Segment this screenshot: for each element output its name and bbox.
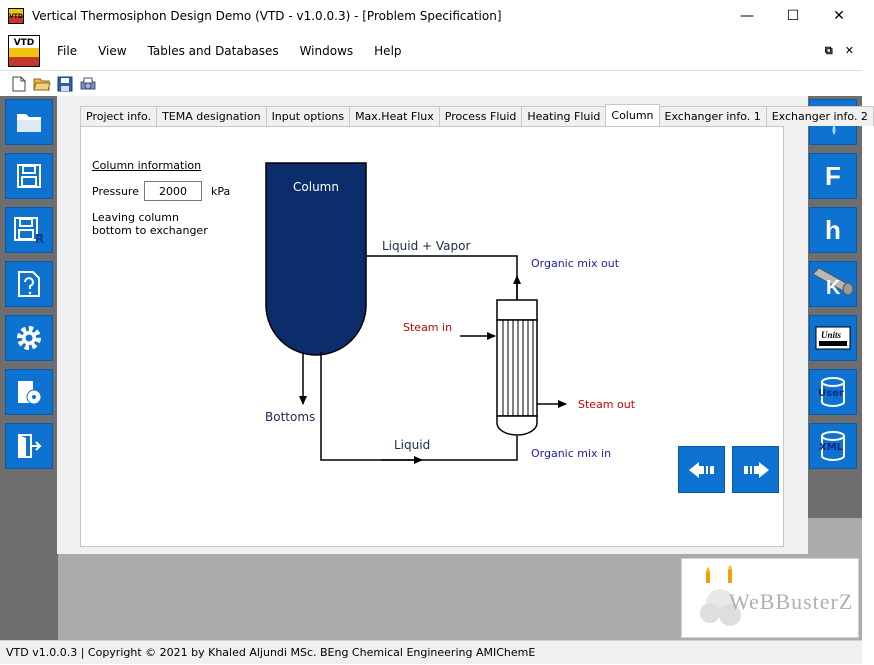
save-icon (17, 164, 41, 188)
pipe-k-icon: K (812, 267, 854, 299)
watermark-text: WeBBusterZ (729, 589, 854, 614)
save-disk-icon[interactable] (56, 75, 74, 93)
save-as-icon: R (14, 217, 44, 246)
mdi-restore-button[interactable]: ⧉ (824, 44, 833, 57)
tab-heating-fluid[interactable]: Heating Fluid (521, 106, 607, 126)
save-as-button[interactable]: R (5, 207, 53, 253)
menu-view[interactable]: View (98, 44, 127, 58)
tab-exchanger-info-2[interactable]: Exchanger info. 2 (765, 106, 874, 126)
maximize-button[interactable]: ☐ (786, 8, 800, 24)
report-disc-icon (18, 381, 42, 405)
print-icon[interactable] (79, 75, 97, 93)
window-controls: — ☐ ✕ (724, 0, 862, 32)
tab-input-options[interactable]: Input options (265, 106, 351, 126)
menu-help[interactable]: Help (374, 44, 402, 58)
tab-process-fluid[interactable]: Process Fluid (438, 106, 523, 126)
heat-transfer-coefficient-button[interactable]: h (809, 207, 857, 253)
status-bar: VTD v1.0.0.3 | Copyright © 2021 by Khale… (0, 640, 862, 664)
thermal-conductivity-button[interactable]: K (809, 261, 857, 307)
exit-button[interactable] (5, 423, 53, 469)
bottoms-label: Bottoms (265, 410, 315, 424)
settings-button[interactable] (5, 315, 53, 361)
arrow-right-icon (743, 461, 769, 478)
column-vessel (265, 162, 367, 356)
watermark-logo: WeBBusterZ (681, 558, 859, 638)
exchanger-tubes (502, 320, 534, 416)
xml-database-button[interactable]: XML (809, 423, 857, 469)
right-toolbar: F h K Units User XML (804, 96, 862, 518)
units-button[interactable]: Units (809, 315, 857, 361)
app-icon: VTD (8, 8, 24, 24)
arrow-left-icon (688, 461, 714, 478)
mdi-controls: ⧉ ✕ (825, 44, 854, 58)
exchanger-bottom-head (496, 415, 538, 436)
column-information-heading: Column information (92, 159, 202, 172)
svg-text:K: K (826, 277, 841, 299)
open-folder-icon (17, 114, 41, 132)
report-button[interactable] (5, 369, 53, 415)
letter-f-icon: F (825, 160, 841, 191)
logo-figure-icon (700, 565, 741, 626)
svg-text:User: User (818, 388, 844, 399)
column-tab-content: Column information Pressure kPa Leaving … (80, 126, 784, 547)
menu-windows[interactable]: Windows (299, 44, 354, 58)
menu-tables-databases[interactable]: Tables and Databases (147, 44, 279, 58)
tab-max-heat-flux[interactable]: Max.Heat Flux (349, 106, 440, 126)
tab-project-info[interactable]: Project info. (80, 106, 158, 126)
tab-strip: Project info. TEMA designation Input opt… (80, 104, 874, 126)
save-project-button[interactable] (5, 153, 53, 199)
leaving-column-note: Leaving column bottom to exchanger (92, 211, 208, 237)
help-file-icon (18, 271, 40, 297)
help-button[interactable] (5, 261, 53, 307)
column-label: Column (293, 180, 339, 194)
open-project-button[interactable] (5, 99, 53, 145)
tab-column[interactable]: Column (605, 104, 660, 126)
xml-database-icon: XML (819, 431, 845, 462)
liquid-label: Liquid (394, 438, 430, 452)
previous-tab-button[interactable] (678, 446, 725, 493)
steam-out-label: Steam out (578, 398, 636, 411)
tab-exchanger-info-1[interactable]: Exchanger info. 1 (658, 106, 767, 126)
left-toolbar: R (0, 96, 58, 640)
svg-text:Units: Units (821, 330, 842, 340)
toolbar (0, 70, 862, 96)
exit-door-icon (18, 434, 42, 458)
user-database-icon: User (818, 377, 845, 408)
svg-text:R: R (35, 232, 44, 246)
title-bar: VTD Vertical Thermosiphon Design Demo (V… (0, 0, 862, 32)
open-folder-icon[interactable] (33, 75, 51, 93)
settings-gear-icon (17, 326, 41, 350)
pressure-unit: kPa (211, 185, 231, 198)
app-logo-icon: VTD (8, 35, 40, 67)
pressure-input[interactable] (144, 181, 202, 201)
user-database-button[interactable]: User (809, 369, 857, 415)
pressure-label: Pressure (92, 185, 139, 198)
organic-mix-out-label: Organic mix out (531, 257, 620, 270)
svg-text:XML: XML (819, 442, 844, 453)
liquid-vapor-line (366, 255, 518, 301)
menu-bar: VTD File View Tables and Databases Windo… (0, 32, 862, 70)
exchanger-top-head (496, 299, 538, 321)
thermosiphon-diagram: Column Liquid + Vapor Organic mix out (265, 162, 636, 464)
liquid-vapor-label: Liquid + Vapor (382, 239, 470, 253)
letter-h-icon: h (825, 214, 841, 245)
close-button[interactable]: ✕ (833, 8, 845, 24)
status-text: VTD v1.0.0.3 | Copyright © 2021 by Khale… (6, 646, 536, 659)
tab-tema-designation[interactable]: TEMA designation (156, 106, 267, 126)
exchanger-tube-bundle (496, 319, 538, 417)
problem-specification-panel: Project info. TEMA designation Input opt… (57, 96, 874, 554)
units-icon: Units (815, 326, 851, 350)
organic-mix-in-label: Organic mix in (531, 447, 611, 460)
minimize-button[interactable]: — (740, 8, 754, 24)
window-title: Vertical Thermosiphon Design Demo (VTD -… (32, 9, 502, 23)
menu-file[interactable]: File (57, 44, 78, 58)
mdi-close-button[interactable]: ✕ (844, 44, 854, 57)
new-file-icon[interactable] (10, 75, 28, 93)
steam-in-label: Steam in (403, 321, 452, 334)
fouling-factor-button[interactable]: F (809, 153, 857, 199)
next-tab-button[interactable] (732, 446, 779, 493)
